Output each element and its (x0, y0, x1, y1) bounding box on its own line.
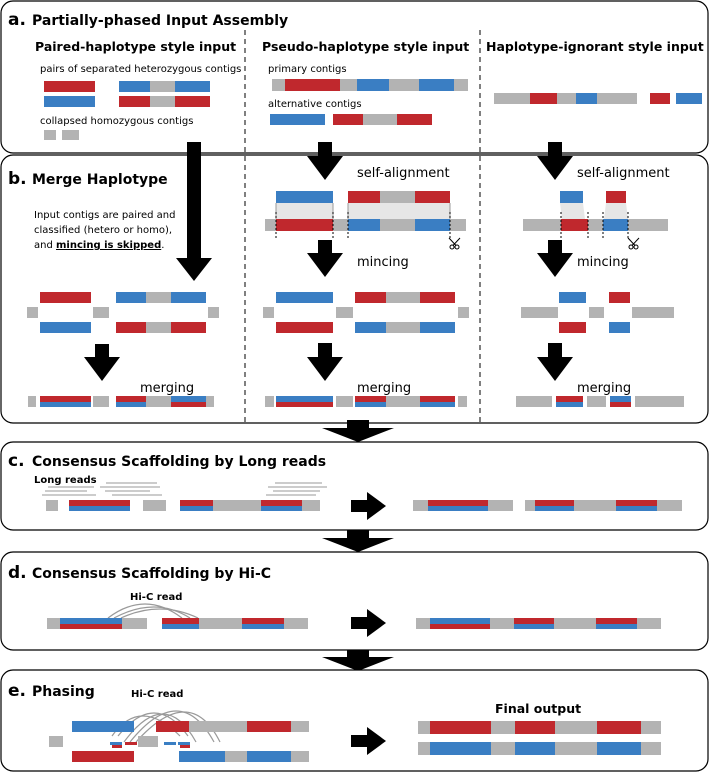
hic-read-arcs (107, 603, 199, 619)
pseudo-self-alignment (265, 191, 466, 240)
down-arrow-icon (537, 142, 573, 180)
ignorant-mincing-label: mincing (577, 255, 629, 270)
panel-a-frame (0, 0, 709, 154)
pseudo-self-alignment-label: self-alignment (357, 166, 450, 181)
label-collapsed-homozygous: collapsed homozygous contigs (40, 116, 193, 127)
homozygous-contig (62, 130, 79, 140)
panel-c-left-scaffold (46, 500, 320, 511)
pseudo-mincing-label: mincing (357, 255, 409, 270)
panel-d-hic-label: Hi-C read (130, 592, 182, 603)
panel-c-letter: c. (8, 451, 25, 471)
final-output-haplotype-2 (418, 742, 661, 755)
panel-e-hic-label: Hi-C read (131, 689, 183, 700)
hic-read-marks (110, 742, 190, 748)
panel-c: c. Consensus Scaffolding by Long reads L… (0, 441, 709, 531)
paired-column-title: Paired-haplotype style input (35, 39, 236, 54)
label-heterozygous-pairs: pairs of separated heterozygous contigs (40, 64, 241, 75)
down-arrow-icon (176, 142, 212, 281)
right-arrow-icon (351, 727, 386, 755)
panel-a: a. Partially-phased Input Assembly Paire… (0, 0, 709, 154)
long-reads-label: Long reads (34, 475, 97, 486)
down-arrow-icon (84, 344, 120, 381)
down-arrow-icon (537, 240, 573, 277)
mincing-skipped-emphasis: mincing is skipped (56, 240, 161, 251)
paired-note-line1: Input contigs are paired and (34, 210, 175, 221)
down-arrow-icon (307, 240, 343, 277)
pseudo-merged-contigs (265, 396, 467, 407)
panel-e: e. Phasing Hi-C read (0, 669, 709, 772)
panel-a-title: Partially-phased Input Assembly (32, 13, 288, 29)
down-arrow-icon (322, 650, 394, 671)
panel-c-right-scaffold (413, 500, 682, 511)
pseudo-minced-contigs (263, 292, 469, 333)
pseudo-column-title: Pseudo-haplotype style input (262, 39, 469, 54)
panel-e-title: Phasing (32, 684, 95, 700)
right-arrow-icon (351, 492, 386, 520)
panel-d-title: Consensus Scaffolding by Hi-C (32, 566, 271, 582)
paired-separated-contigs (27, 292, 219, 333)
panel-d-left-scaffold (47, 618, 308, 629)
paired-note-line2: classified (hetero or homo), (34, 225, 172, 236)
paired-merged-contigs (28, 396, 214, 407)
label-primary-contigs: primary contigs (268, 64, 347, 75)
panel-b: b. Merge Haplotype Input contigs are pai… (0, 154, 709, 424)
ignorant-self-alignment (523, 191, 668, 240)
primary-contigs (272, 79, 468, 91)
final-output-label: Final output (495, 701, 581, 716)
ignorant-self-alignment-label: self-alignment (577, 166, 670, 181)
homozygous-contig (44, 130, 56, 140)
panel-d-letter: d. (8, 563, 27, 583)
panel-b-letter: b. (8, 169, 27, 189)
panel-d-right-scaffold (416, 618, 661, 629)
panel-b-title: Merge Haplotype (32, 172, 168, 188)
right-arrow-icon (351, 609, 386, 637)
ignorant-minced-contigs (521, 292, 674, 333)
alternative-contigs (270, 114, 432, 125)
down-arrow-icon (537, 343, 573, 381)
phasing-contigs (49, 721, 309, 762)
pseudo-merging-label: merging (357, 381, 411, 396)
paired-note-line3: and mincing is skipped. (34, 240, 164, 251)
ignorant-column-title: Haplotype-ignorant style input (486, 39, 704, 54)
down-arrow-icon (307, 343, 343, 381)
panel-c-title: Consensus Scaffolding by Long reads (32, 454, 326, 470)
panel-a-letter: a. (8, 10, 26, 30)
final-output-haplotype-1 (418, 721, 661, 734)
long-reads (42, 482, 327, 496)
panel-d: d. Consensus Scaffolding by Hi-C Hi-C re… (0, 551, 709, 651)
down-arrow-icon (322, 530, 394, 552)
ignorant-input-contigs (494, 93, 702, 104)
paired-input-contigs (44, 81, 210, 107)
down-arrow-icon (322, 420, 394, 442)
panel-e-letter: e. (8, 681, 26, 701)
ignorant-merged-contigs (516, 396, 684, 407)
label-alternative-contigs: alternative contigs (268, 99, 362, 110)
ignorant-merging-label: merging (577, 381, 631, 396)
down-arrow-icon (307, 142, 343, 180)
paired-merging-label: merging (140, 381, 194, 396)
